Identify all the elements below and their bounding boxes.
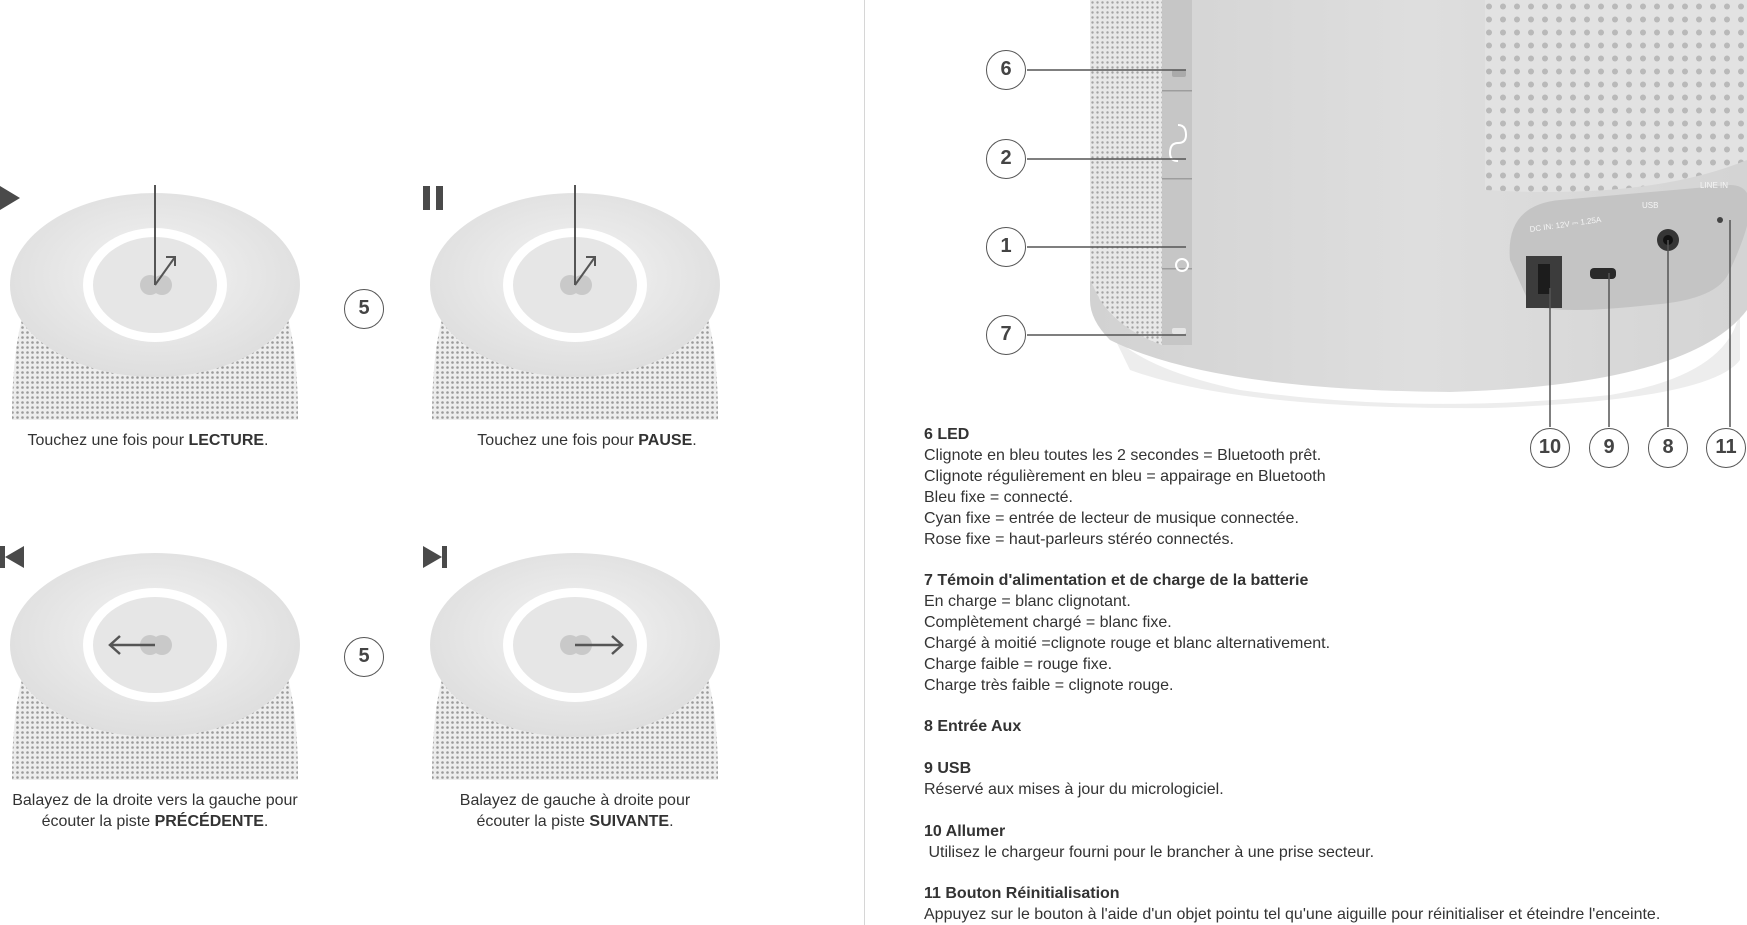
callout-leader-lines	[1027, 69, 1731, 427]
section-line: Utilisez le chargeur fourni pour le bran…	[924, 844, 1375, 861]
callout-8: 8	[1648, 428, 1688, 468]
pause-caption: Touchez une fois pour PAUSE.	[477, 432, 697, 449]
section-power-indicator: 7 Témoin d'alimentation et de charge de …	[924, 570, 1330, 696]
callout-2: 2	[986, 139, 1026, 179]
section-line: Charge faible = rouge fixe.	[924, 656, 1113, 673]
callout-10: 10	[1530, 428, 1570, 468]
section-line: Clignote en bleu toutes les 2 secondes =…	[924, 447, 1322, 464]
callout-11: 11	[1706, 428, 1746, 468]
callout-9: 9	[1589, 428, 1629, 468]
callout-7: 7	[986, 315, 1026, 355]
callout-5-top: 5	[344, 289, 384, 329]
port-label-line-in: LINE IN	[1700, 181, 1728, 190]
section-reset: 11 Bouton Réinitialisation Appuyez sur l…	[924, 883, 1660, 925]
section-line: Clignote régulièrement en bleu = appaira…	[924, 468, 1326, 485]
speaker-next-illustration	[430, 553, 720, 780]
callout-5-bottom: 5	[344, 637, 384, 677]
speaker-pause-illustration	[430, 185, 720, 420]
section-power-on: 10 Allumer Utilisez le chargeur fourni p…	[924, 821, 1374, 863]
section-line: Rose fixe = haut-parleurs stéréo connect…	[924, 531, 1234, 548]
section-line: Charge très faible = clignote rouge.	[924, 677, 1174, 694]
speaker-back-illustration: DC IN: 12V ⎓ 1.25A USB LINE IN	[1090, 0, 1747, 409]
pause-icon	[423, 186, 443, 210]
port-label-usb: USB	[1642, 201, 1658, 210]
previous-track-icon	[0, 546, 24, 568]
speaker-play-illustration	[10, 185, 300, 420]
play-icon	[0, 186, 20, 210]
section-line: Cyan fixe = entrée de lecteur de musique…	[924, 510, 1299, 527]
section-line: Complètement chargé = blanc fixe.	[924, 614, 1172, 631]
previous-caption: Balayez de la droite vers la gauche pour…	[12, 792, 298, 830]
section-heading: 8 Entrée Aux	[924, 718, 1022, 735]
speaker-previous-illustration	[10, 553, 300, 780]
section-line: Bleu fixe = connecté.	[924, 489, 1073, 506]
section-heading: 11 Bouton Réinitialisation	[924, 885, 1120, 902]
section-usb: 9 USB Réservé aux mises à jour du microl…	[924, 758, 1224, 800]
section-led: 6 LED Clignote en bleu toutes les 2 seco…	[924, 424, 1326, 550]
section-heading: 7 Témoin d'alimentation et de charge de …	[924, 572, 1309, 589]
section-heading: 9 USB	[924, 760, 972, 777]
section-heading: 6 LED	[924, 426, 970, 443]
callout-1: 1	[986, 227, 1026, 267]
page-divider	[864, 0, 865, 925]
section-line: En charge = blanc clignotant.	[924, 593, 1131, 610]
section-line: Chargé à moitié =clignote rouge et blanc…	[924, 635, 1331, 652]
section-aux: 8 Entrée Aux	[924, 716, 1021, 737]
section-line: Appuyez sur le bouton à l'aide d'un obje…	[924, 906, 1661, 923]
next-track-icon	[423, 546, 447, 568]
section-heading: 10 Allumer	[924, 823, 1006, 840]
play-caption: Touchez une fois pour LECTURE.	[27, 432, 269, 449]
section-line: Réservé aux mises à jour du micrologicie…	[924, 781, 1224, 798]
next-caption: Balayez de gauche à droite pour écouter …	[459, 792, 691, 830]
callout-6: 6	[986, 50, 1026, 90]
